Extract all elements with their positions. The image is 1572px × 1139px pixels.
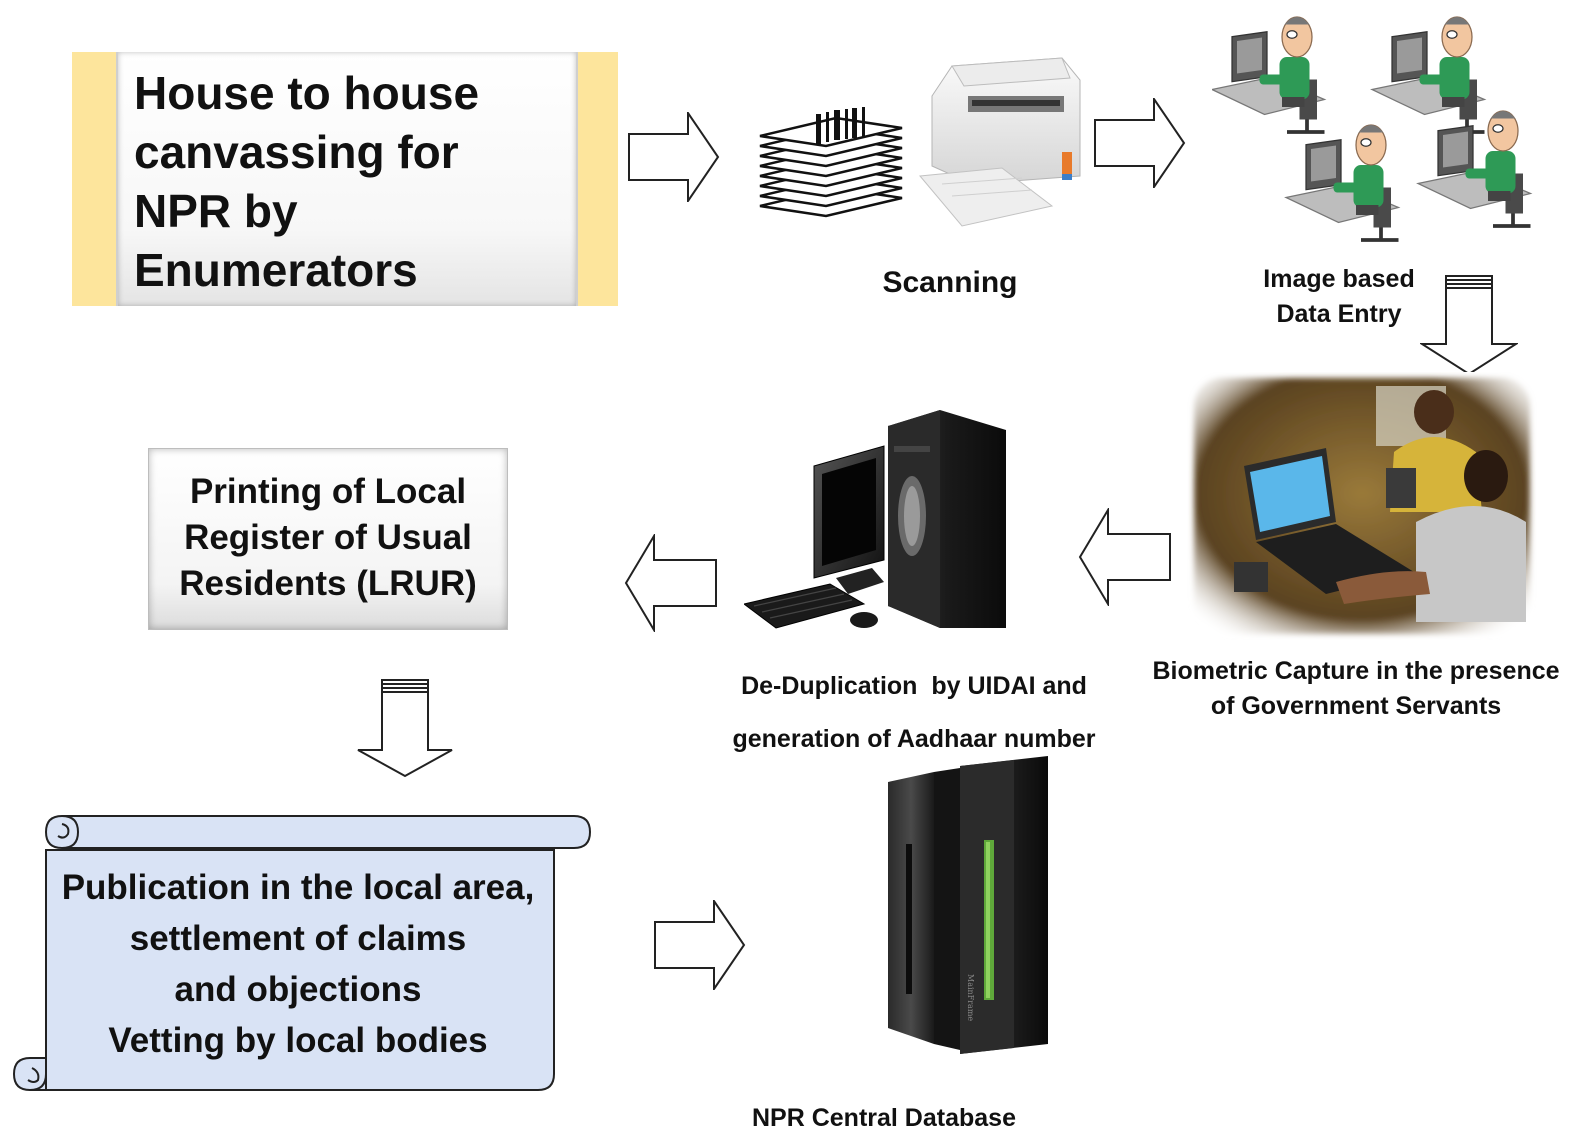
printing-line: Residents (LRUR) [179,564,477,603]
right-arrow-icon [654,900,746,990]
operators-at-computers-icon [1212,15,1533,242]
publication-scroll-shape [12,815,592,1091]
canvassing-inner-panel: House to house canvassing for NPR by Enu… [116,52,578,306]
right-arrow-icon [1094,98,1186,188]
biometric-line: Biometric Capture in the presence [1152,657,1560,685]
paper-stack-icon [759,107,903,218]
canvassing-step-box: House to house canvassing for NPR by Enu… [72,52,618,306]
publication-line: Publication in the local area, [61,868,535,907]
publication-line: settlement of claims [129,919,467,958]
publication-line: Vetting by local bodies [108,1021,488,1060]
printing-step-box: Printing of Local Register of Usual Resi… [148,448,508,630]
biometric-capture-photo [1186,372,1538,640]
printing-line: Printing of Local [189,472,467,511]
scanning-label: Scanning [882,266,1018,299]
dedup-line: generation of Aadhaar number [732,725,1096,753]
canvassing-line: House to house [134,67,480,119]
dedup-label: De-Duplication by UIDAI and generation o… [708,660,1120,766]
left-arrow-icon [1078,508,1171,606]
publication-line: and objections [174,970,422,1009]
biometric-label: Biometric Capture in the presence of Gov… [1140,654,1572,724]
data-entry-label: Image based Data Entry [1236,262,1442,332]
biometric-line: of Government Servants [1210,692,1502,720]
svg-text:MainFrame: MainFrame [966,974,975,1021]
canvassing-line: NPR by [134,185,298,237]
desktop-computer-icon [744,410,1006,629]
canvassing-line: Enumerators [134,244,418,296]
left-arrow-icon [624,534,717,632]
canvassing-line: canvassing for [134,126,459,178]
data-entry-line: Data Entry [1276,300,1402,328]
central-db-label: NPR Central Database [752,1104,1016,1132]
printing-line: Register of Usual [184,518,472,557]
publication-text: Publication in the local area, settlemen… [40,862,556,1066]
data-entry-line: Image based [1263,265,1415,293]
down-arrow-icon [357,679,453,778]
down-arrow-icon [1420,275,1518,376]
right-arrow-icon [628,112,720,202]
server-tower-icon: MainFrame [888,756,1048,1054]
scanner-icon [919,57,1081,227]
dedup-line: De-Duplication by UIDAI and [741,672,1087,700]
